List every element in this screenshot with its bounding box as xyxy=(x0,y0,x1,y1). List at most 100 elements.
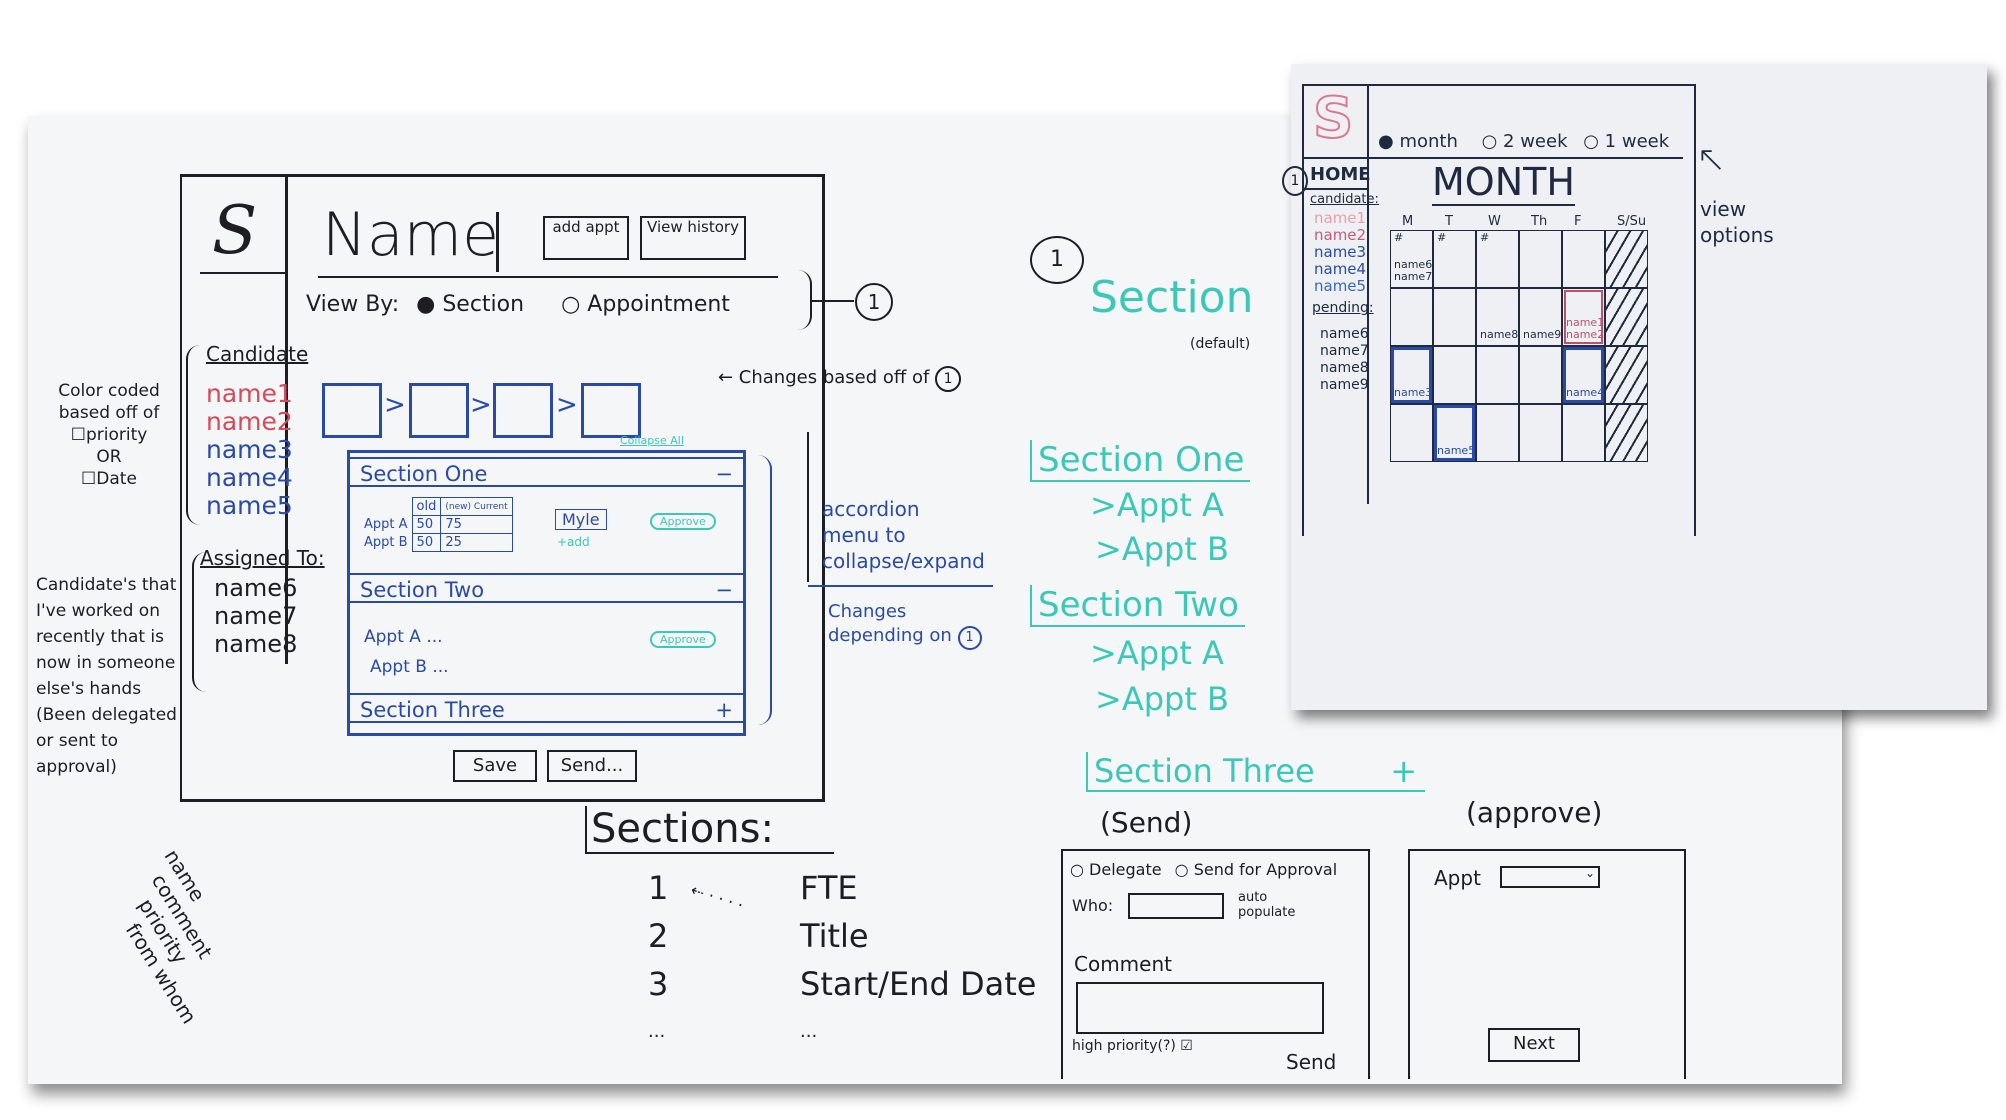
save-button[interactable]: Save xyxy=(453,750,537,782)
day-cell[interactable]: name9 xyxy=(1519,288,1562,346)
radio-2-week[interactable]: ○ 2 week xyxy=(1481,131,1568,152)
approve-dialog xyxy=(1408,849,1686,1079)
column-header: (new) Current xyxy=(440,497,513,516)
expand-icon[interactable]: + xyxy=(715,698,733,722)
appointment-label[interactable]: name1 name2 xyxy=(1566,316,1605,341)
list-item[interactable]: name6 xyxy=(1320,326,1369,342)
list-item[interactable]: name4 xyxy=(206,463,293,492)
day-cell[interactable]: name3 xyxy=(1390,346,1433,404)
day-cell[interactable] xyxy=(1519,346,1562,404)
appointment-label[interactable]: name3 xyxy=(1394,386,1433,399)
list-item[interactable]: Appt A ... xyxy=(364,627,443,647)
annotation-candidates-note: Candidate's that I've worked on recently… xyxy=(36,575,177,777)
day-cell[interactable] xyxy=(1433,288,1476,346)
appt-select[interactable]: ⌄ xyxy=(1500,866,1600,888)
step-box[interactable] xyxy=(322,383,382,438)
list-item[interactable]: name8 xyxy=(1320,360,1369,376)
send-button[interactable]: Send... xyxy=(547,750,637,782)
radio-delegate[interactable]: ○ Delegate xyxy=(1070,860,1162,879)
header-divider xyxy=(318,276,778,278)
send-submit-button[interactable]: Send xyxy=(1286,1050,1337,1074)
collapse-all-link[interactable]: Collapse All xyxy=(620,434,684,447)
note-field[interactable]: Myle xyxy=(555,509,607,530)
day-cell[interactable]: #name6 name7 xyxy=(1390,230,1433,288)
step-box[interactable] xyxy=(409,383,469,438)
date-mark: # xyxy=(1480,231,1490,244)
day-cell[interactable]: # xyxy=(1433,230,1476,288)
list-item[interactable]: name3 xyxy=(206,435,293,464)
list-item[interactable]: name2 xyxy=(206,407,293,436)
accordion-header-section-two[interactable]: Section Two − xyxy=(350,573,743,603)
radio-month[interactable]: ● month xyxy=(1378,131,1458,152)
appointment-label[interactable]: name8 xyxy=(1480,328,1519,341)
list-item: Title xyxy=(800,917,869,955)
list-item[interactable]: name1 xyxy=(206,379,293,408)
comment-textarea[interactable] xyxy=(1076,982,1324,1034)
day-cell[interactable]: name4 xyxy=(1562,346,1605,404)
list-item[interactable]: Appt B ... xyxy=(370,657,449,677)
day-cell[interactable] xyxy=(1433,346,1476,404)
calendar-title: MONTH xyxy=(1432,160,1575,206)
collapse-icon[interactable]: − xyxy=(715,578,733,602)
day-cell[interactable] xyxy=(1562,230,1605,288)
list-item[interactable]: name3 xyxy=(1314,243,1367,261)
day-cell[interactable] xyxy=(1390,288,1433,346)
day-cell[interactable] xyxy=(1562,404,1605,462)
cell[interactable]: 25 xyxy=(440,533,513,552)
accordion-header-section-three[interactable]: Section Three + xyxy=(350,693,743,723)
add-appt-button[interactable]: add appt xyxy=(543,216,629,260)
list-item[interactable]: name7 xyxy=(214,602,298,630)
list-item[interactable]: name4 xyxy=(1314,260,1367,278)
approve-badge[interactable]: Approve xyxy=(650,513,716,530)
appointment-label[interactable]: name4 xyxy=(1566,386,1605,399)
radio-section[interactable]: ● Section xyxy=(416,292,525,317)
who-input[interactable] xyxy=(1128,893,1224,919)
add-note-link[interactable]: +add xyxy=(557,535,590,549)
step-box[interactable] xyxy=(493,383,553,438)
list-item[interactable]: name7 xyxy=(1320,343,1369,359)
divider xyxy=(808,585,993,587)
callout-marker: 1 xyxy=(1282,166,1308,196)
appointment-label[interactable]: name6 name7 xyxy=(1394,258,1433,283)
priority-checkbox[interactable]: high priority(?) ☑ xyxy=(1072,1038,1193,1054)
appointment-label[interactable]: name5 xyxy=(1437,444,1476,457)
radio-appointment[interactable]: ○ Appointment xyxy=(561,292,730,317)
home-link[interactable]: HOME xyxy=(1310,164,1371,185)
next-button[interactable]: Next xyxy=(1488,1028,1580,1062)
list-item[interactable]: name9 xyxy=(1320,377,1369,393)
day-cell[interactable]: name1 name2 xyxy=(1562,288,1605,346)
list-item[interactable]: name1 xyxy=(1314,209,1367,227)
day-cell[interactable] xyxy=(1476,346,1519,404)
day-header: Th xyxy=(1531,214,1548,229)
collapse-icon[interactable]: − xyxy=(715,462,733,486)
day-cell[interactable]: # xyxy=(1476,230,1519,288)
day-cell[interactable] xyxy=(1519,230,1562,288)
accordion-header-section-one[interactable]: Section One − xyxy=(350,457,743,487)
chevron-down-icon: ⌄ xyxy=(1584,866,1595,880)
expand-icon: + xyxy=(1390,752,1417,790)
radio-send-for-approval[interactable]: ○ Send for Approval xyxy=(1174,860,1338,879)
brace xyxy=(790,270,812,330)
cell[interactable]: 75 xyxy=(440,515,513,534)
approve-badge[interactable]: Approve xyxy=(650,631,716,648)
list-item[interactable]: name8 xyxy=(214,630,298,658)
section-title: Section One xyxy=(360,462,488,486)
day-cell[interactable]: name8 xyxy=(1476,288,1519,346)
list-item[interactable]: name5 xyxy=(1314,277,1367,295)
view-history-button[interactable]: View history xyxy=(640,216,746,260)
send-options: ○ Delegate ○ Send for Approval xyxy=(1070,860,1337,879)
day-cell[interactable]: name5 xyxy=(1433,404,1476,462)
appointment-label[interactable]: name9 xyxy=(1523,328,1562,341)
appt-label: Appt xyxy=(1434,866,1481,890)
step-box[interactable] xyxy=(581,383,641,438)
day-cell[interactable] xyxy=(1390,404,1433,462)
day-cell[interactable] xyxy=(1519,404,1562,462)
radio-1-week[interactable]: ○ 1 week xyxy=(1583,131,1670,152)
list-item[interactable]: name2 xyxy=(1314,226,1367,244)
priority-checkbox[interactable]: ☐priority xyxy=(70,425,148,445)
day-cell[interactable] xyxy=(1476,404,1519,462)
date-checkbox[interactable]: ☐Date xyxy=(81,469,137,489)
list-item[interactable]: name5 xyxy=(206,491,293,520)
list-item[interactable]: name6 xyxy=(214,574,298,602)
